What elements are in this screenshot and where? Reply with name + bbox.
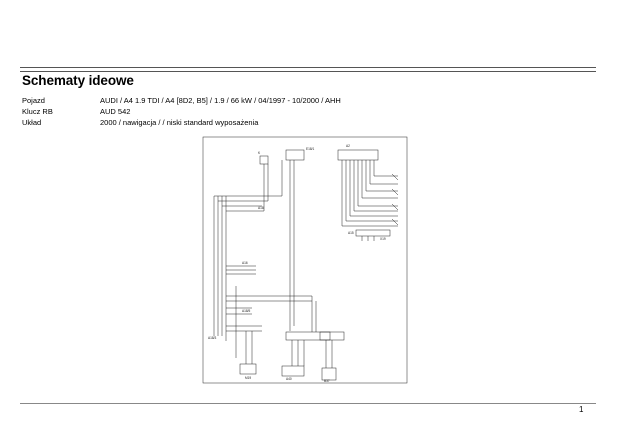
info-label: Pojazd [22,96,45,105]
wiring-schematic: K E18/1 A2 A18 A16 A18/5 A18/3 M19 A40 B… [202,136,408,384]
connector-x19 [355,229,391,237]
label-a18: A18 [258,206,264,210]
label-a18-3: A18/3 [208,336,217,340]
info-label: Klucz RB [22,107,53,117]
label-a16: A16 [242,261,248,265]
label-b37: B37 [324,379,330,383]
label-x19: X19 [380,237,386,241]
label-m19: M19 [245,376,251,380]
connector-b37-top [319,331,345,341]
label-k: K [258,151,261,155]
schematic-frame [202,136,408,384]
label-e18: E18/1 [306,147,315,151]
info-label: Układ [22,118,42,128]
info-value: AUDI / A4 1.9 TDI / A4 [8D2, B5] / 1.9 /… [100,96,341,105]
connector-a40-top [285,331,331,341]
info-value: 2000 / nawigacja / / niski standard wypo… [100,118,259,128]
label-a40: A40 [286,377,292,381]
component-a2 [337,149,379,161]
page-title: Schematy ideowe [22,73,134,88]
page-number: 1 [579,405,584,414]
label-a15: A15 [348,231,354,235]
header-rule [20,67,596,72]
footer-rule [20,403,596,404]
component-b37 [321,367,337,381]
label-a18-5: A18/5 [242,309,251,313]
component-e18 [285,149,305,161]
label-a2: A2 [346,144,350,148]
component-k [259,155,269,165]
component-m19 [239,363,257,375]
info-value: AUD 542 [100,107,131,117]
component-a40 [281,365,305,377]
